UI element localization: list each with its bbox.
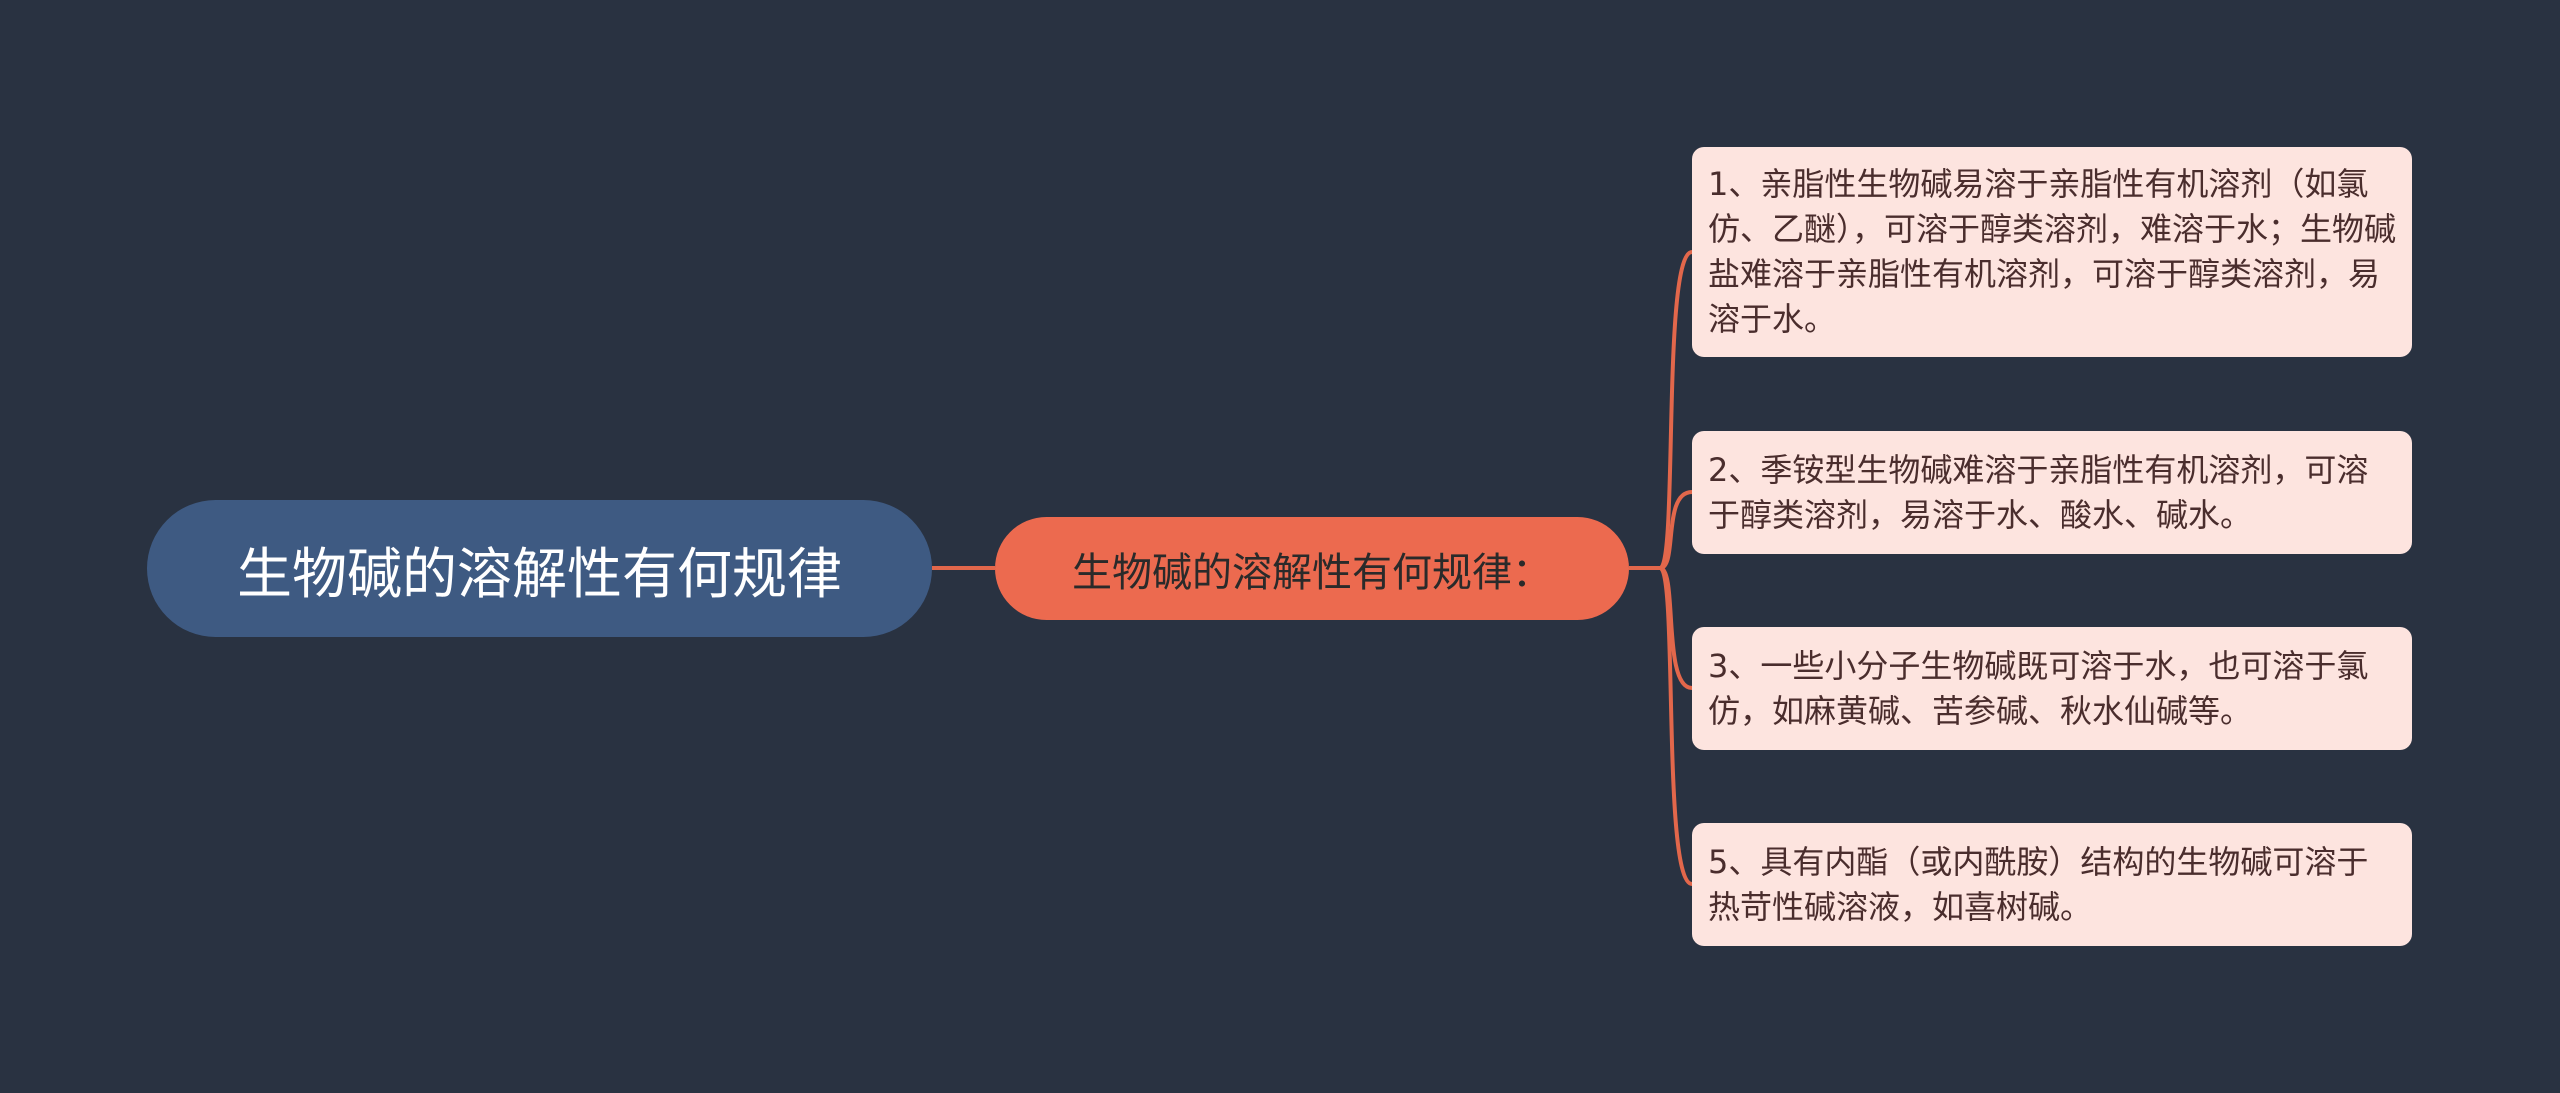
- leaf-node-4-text: 5、具有内酯（或内酰胺）结构的生物碱可溶于热苛性碱溶液，如喜树碱。: [1708, 842, 2369, 926]
- root-node[interactable]: 生物碱的溶解性有何规律: [147, 500, 932, 637]
- topic-node[interactable]: 生物碱的溶解性有何规律：: [995, 517, 1629, 620]
- leaf-node-2[interactable]: 2、季铵型生物碱难溶于亲脂性有机溶剂，可溶于醇类溶剂，易溶于水、酸水、碱水。: [1692, 431, 2412, 554]
- branch-connector-2: [1659, 490, 1693, 570]
- branch-connector-1: [1658, 250, 1693, 570]
- leaf-node-4[interactable]: 5、具有内酯（或内酰胺）结构的生物碱可溶于热苛性碱溶液，如喜树碱。: [1692, 823, 2412, 946]
- leaf-node-3-text: 3、一些小分子生物碱既可溶于水，也可溶于氯仿，如麻黄碱、苦参碱、秋水仙碱等。: [1708, 646, 2369, 730]
- root-node-label: 生物碱的溶解性有何规律: [236, 541, 842, 606]
- topic-node-label: 生物碱的溶解性有何规律：: [1072, 549, 1552, 596]
- leaf-node-1[interactable]: 1、亲脂性生物碱易溶于亲脂性有机溶剂（如氯仿、乙醚），可溶于醇类溶剂，难溶于水；…: [1692, 147, 2412, 357]
- leaf-node-1-text: 1、亲脂性生物碱易溶于亲脂性有机溶剂（如氯仿、乙醚），可溶于醇类溶剂，难溶于水；…: [1708, 165, 2397, 338]
- leaf-node-3[interactable]: 3、一些小分子生物碱既可溶于水，也可溶于氯仿，如麻黄碱、苦参碱、秋水仙碱等。: [1692, 627, 2412, 750]
- leaf-node-2-text: 2、季铵型生物碱难溶于亲脂性有机溶剂，可溶于醇类溶剂，易溶于水、酸水、碱水。: [1708, 450, 2369, 534]
- branch-connector-4: [1658, 566, 1693, 886]
